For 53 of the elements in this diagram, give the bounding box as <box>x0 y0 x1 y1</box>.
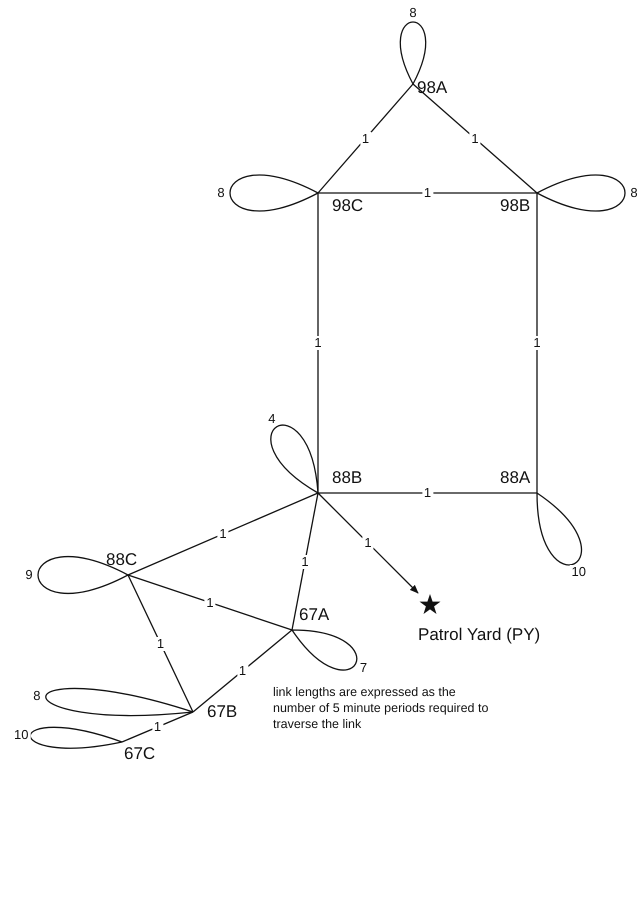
loop-link <box>30 726 122 749</box>
edge-label: 1 <box>531 336 543 350</box>
edge-label: 4 <box>266 412 278 426</box>
link-line <box>318 492 537 494</box>
junction-label: 67B <box>193 702 238 722</box>
link-line <box>192 630 292 712</box>
link-line <box>291 492 319 630</box>
loop-link <box>270 424 319 494</box>
edge-label: 1 <box>422 486 434 500</box>
link-line <box>412 84 538 194</box>
junction-label: 88B <box>318 468 362 493</box>
edge-label: 1 <box>204 596 216 610</box>
edge-label: 8 <box>628 186 640 200</box>
link-line <box>318 84 414 194</box>
link-line <box>318 192 537 194</box>
loop-link <box>536 174 626 212</box>
loop-link <box>291 629 358 671</box>
edge-label: 8 <box>407 6 419 20</box>
edge-label: 1 <box>362 536 374 550</box>
loop-link <box>38 556 128 594</box>
edge-label: 1 <box>152 720 164 734</box>
edge-label: 1 <box>217 527 229 541</box>
junction-label: 88A <box>500 468 530 493</box>
edge-label: 1 <box>469 132 481 146</box>
junction-label: 67C <box>122 742 156 764</box>
loop-link <box>230 174 318 212</box>
edge-label: 8 <box>31 688 42 703</box>
edge-label: 9 <box>23 568 35 582</box>
loop-link <box>536 492 582 566</box>
edge-label: 10 <box>570 564 588 579</box>
note-text: link lengths are expressed as the number of 5 minute periods required to traverse the link <box>273 684 490 732</box>
edge-label: 10 <box>12 728 30 742</box>
loop-link <box>46 688 194 716</box>
edge-label: 1 <box>154 636 166 650</box>
link-line <box>128 574 292 631</box>
edge-label: 1 <box>236 664 248 678</box>
edge-label: 8 <box>215 186 227 200</box>
edge-label: 1 <box>360 132 372 146</box>
junction-label: 88C <box>106 550 138 575</box>
arrow <box>318 492 419 594</box>
place-label: Patrol Yard (PY) <box>418 625 540 645</box>
link-line <box>127 574 194 712</box>
link-line <box>128 492 318 576</box>
edge-label: 1 <box>422 186 434 200</box>
junction-label: 98A <box>413 78 448 98</box>
junction-label: 98B <box>500 193 530 216</box>
link-line <box>536 193 538 493</box>
junction-label: 67A <box>299 605 330 630</box>
link-line <box>122 711 194 743</box>
loop-link <box>400 21 426 84</box>
junction-label: 98C <box>318 193 364 216</box>
edge-label: 1 <box>299 554 311 568</box>
edge-label: 1 <box>312 336 324 350</box>
